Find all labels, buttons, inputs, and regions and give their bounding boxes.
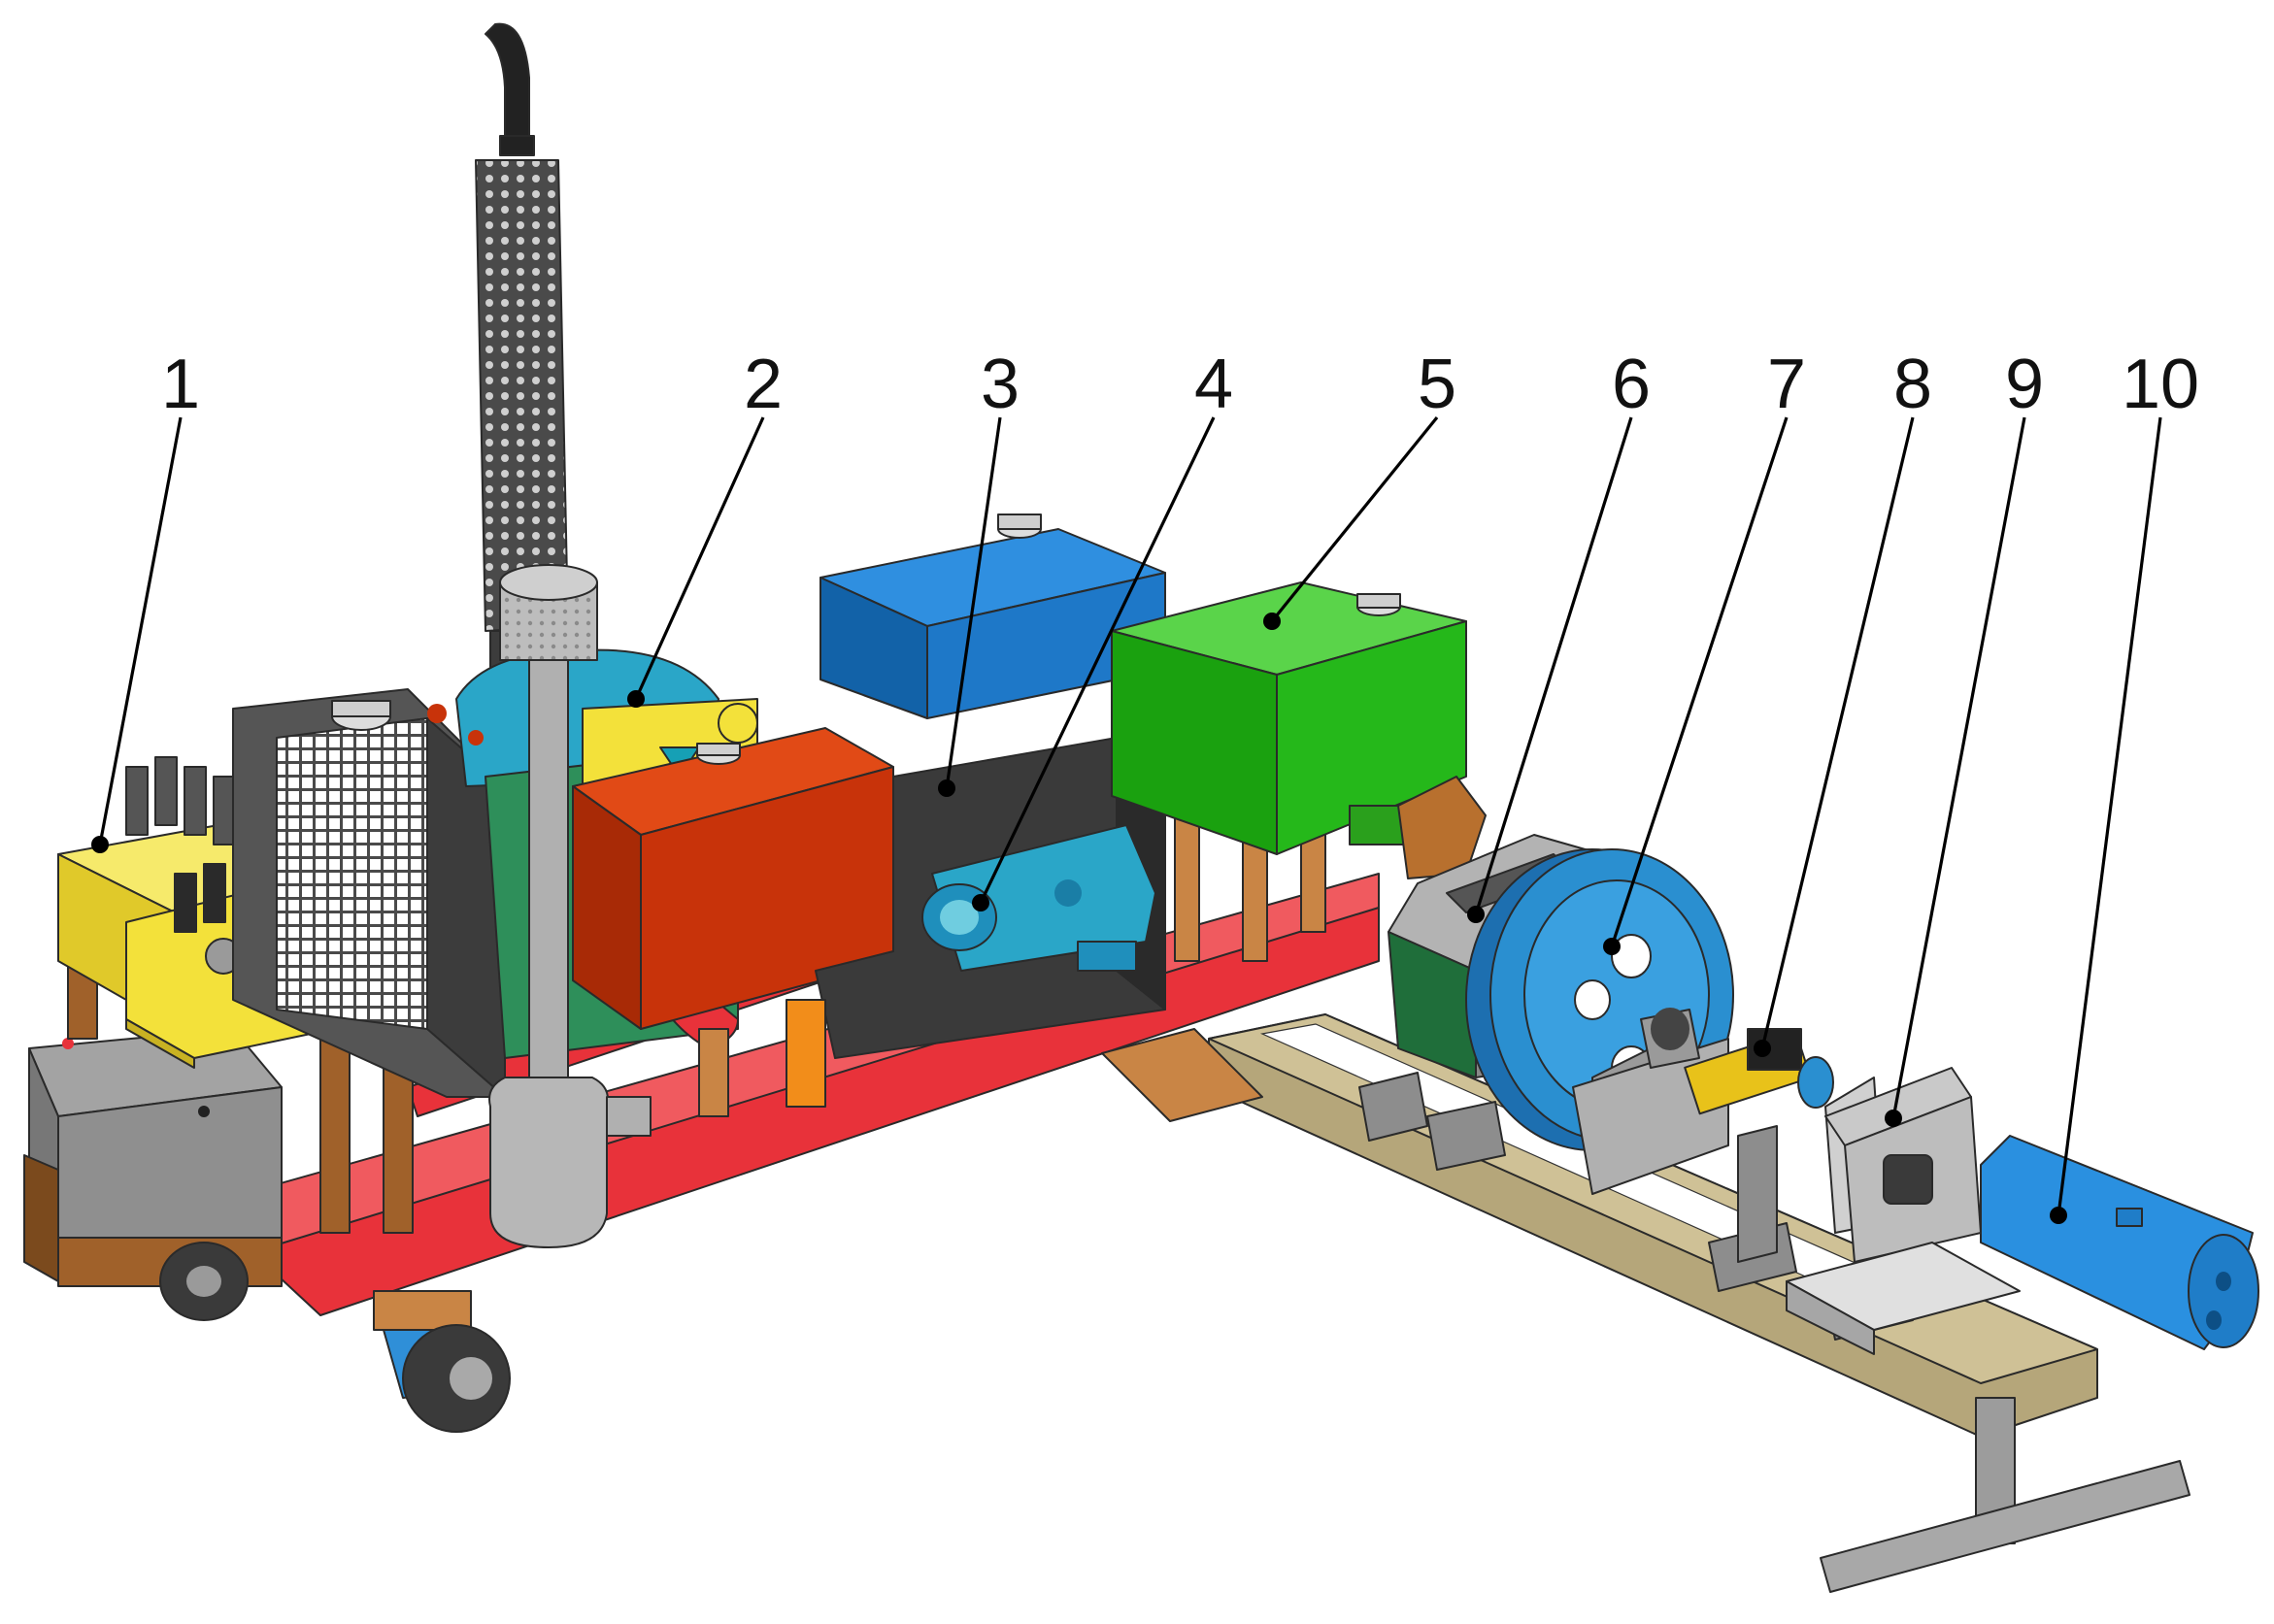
leader-line-8 — [1760, 416, 1915, 1049]
callout-1: 1 — [161, 346, 200, 423]
leader-line-7 — [1610, 416, 1789, 947]
oil-cooler — [1980, 1135, 2259, 1350]
callout-6: 6 — [1612, 346, 1651, 423]
caster-wheel-left — [159, 1242, 249, 1321]
coupling — [1684, 1028, 1834, 1263]
leader-line-6 — [1474, 416, 1633, 915]
callout-5: 5 — [1418, 346, 1456, 423]
leader-dot-4 — [972, 894, 989, 911]
leader-dot-7 — [1603, 938, 1621, 955]
leader-dot-9 — [1885, 1110, 1902, 1127]
leader-line-4 — [979, 416, 1216, 904]
callout-4: 4 — [1194, 346, 1233, 423]
leader-dot-8 — [1754, 1040, 1771, 1057]
leader-line-5 — [1270, 415, 1439, 623]
callout-3: 3 — [981, 346, 1020, 423]
callouts: 1 2 3 4 5 6 7 8 9 10 — [91, 346, 2199, 1224]
callout-7: 7 — [1767, 346, 1806, 423]
leader-dot-5 — [1263, 613, 1281, 630]
leader-dot-3 — [938, 779, 955, 797]
leader-line-1 — [98, 416, 183, 845]
air-intake — [488, 564, 652, 1248]
leader-dot-2 — [627, 690, 645, 708]
caster-wheel-front — [373, 1290, 511, 1433]
leader-dot-1 — [91, 836, 109, 853]
callout-9: 9 — [2005, 346, 2044, 423]
hydraulic-pump — [921, 824, 1156, 972]
leader-dot-6 — [1467, 906, 1485, 923]
callout-2: 2 — [744, 346, 783, 423]
stand-legs — [1820, 1397, 2190, 1593]
leader-line-3 — [945, 416, 1002, 789]
radiator — [232, 688, 506, 1098]
blue-tank — [819, 514, 1166, 719]
battery — [23, 1028, 283, 1287]
fuel-tank — [572, 727, 894, 1030]
leader-line-2 — [634, 416, 765, 700]
leader-dot-10 — [2050, 1207, 2067, 1224]
callout-10: 10 — [2122, 346, 2199, 423]
leader-line-9 — [1891, 416, 2026, 1119]
callout-8: 8 — [1893, 346, 1932, 423]
leader-line-10 — [2057, 416, 2162, 1216]
